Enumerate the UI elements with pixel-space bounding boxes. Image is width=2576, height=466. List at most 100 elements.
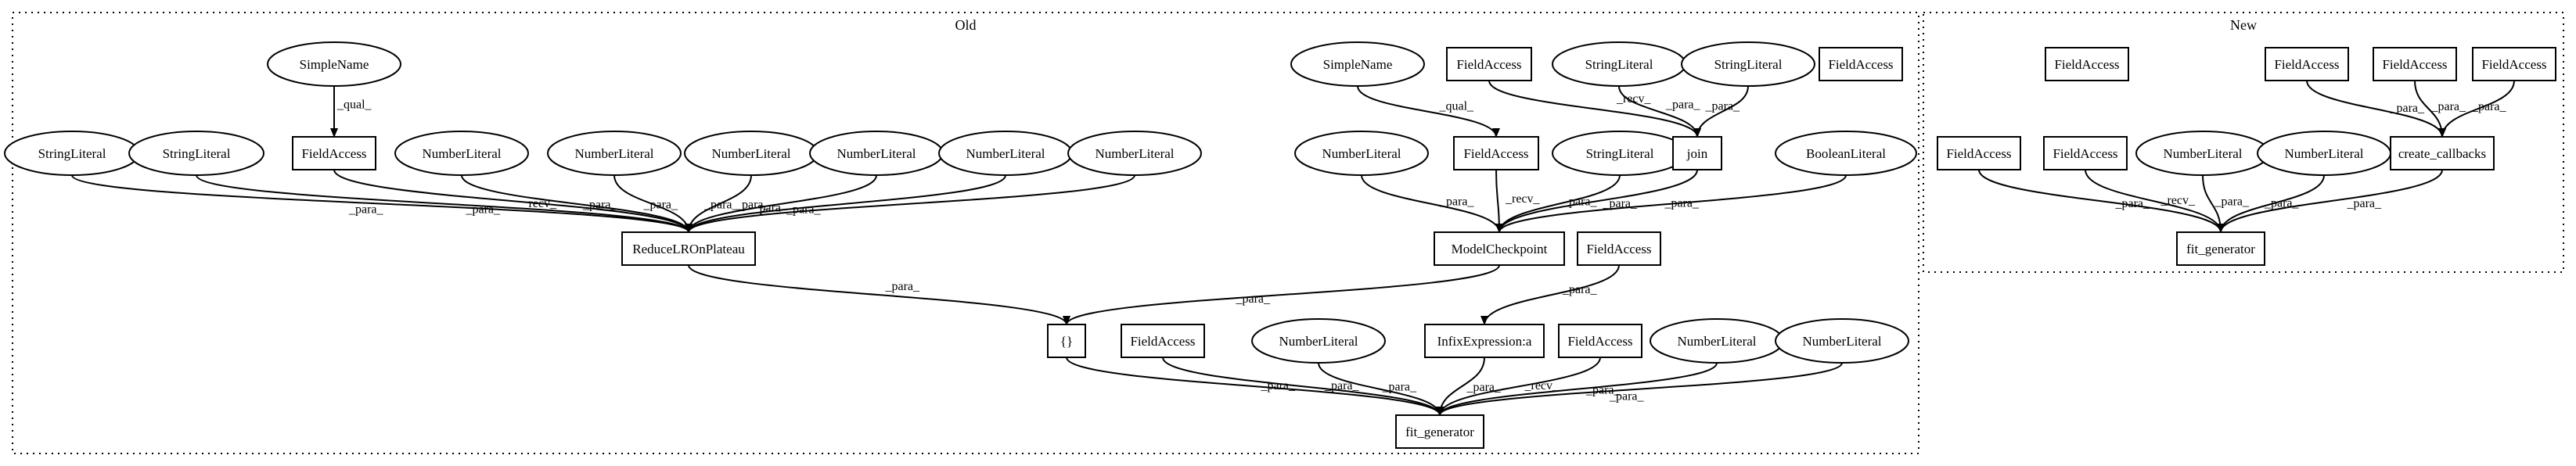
edge-o_nl7-to-o_mc: _para_ bbox=[1361, 174, 1503, 233]
node-ellipse bbox=[1775, 318, 1909, 364]
edge-o_nl6-to-o_rlr: _para_ bbox=[685, 174, 1135, 233]
node-o_arr: {} bbox=[1047, 324, 1086, 358]
node-label: FieldAccess bbox=[2382, 57, 2447, 72]
edge-label: _para_ bbox=[466, 203, 502, 217]
edge-line bbox=[1066, 357, 1444, 416]
node-rect bbox=[1453, 136, 1539, 170]
edge-line bbox=[1495, 169, 1698, 233]
node-label: fit_generator bbox=[1405, 425, 1474, 439]
node-ellipse bbox=[1775, 131, 1917, 176]
node-label: NumberLiteral bbox=[574, 146, 653, 161]
node-label: InfixExpression:a bbox=[1437, 334, 1532, 349]
edge-label: _para_ bbox=[348, 203, 384, 217]
node-rect bbox=[1577, 231, 1661, 266]
node-n_nl2: NumberLiteral bbox=[2257, 131, 2391, 176]
node-label: StringLiteral bbox=[1585, 57, 1653, 72]
edge-line bbox=[1357, 85, 1500, 138]
node-label: NumberLiteral bbox=[836, 146, 916, 161]
node-o_fa5: FieldAccess bbox=[1577, 231, 1661, 266]
node-o_nl5: NumberLiteral bbox=[938, 131, 1073, 176]
node-n_fa2: FieldAccess bbox=[2265, 47, 2349, 81]
node-o_fa7: FieldAccess bbox=[1558, 324, 1642, 358]
node-label: FieldAccess bbox=[1463, 146, 1528, 161]
node-ellipse bbox=[1681, 41, 1815, 87]
edge-label: _recv_ bbox=[2160, 194, 2196, 207]
cluster-new-border bbox=[1923, 12, 2564, 273]
edge-line bbox=[2085, 169, 2225, 233]
edge-o_sl2-to-o_rlr: _para_ bbox=[196, 174, 693, 233]
node-o_nl10: NumberLiteral bbox=[1775, 318, 1909, 364]
node-o_nl1: NumberLiteral bbox=[394, 131, 529, 176]
node-label: BooleanLiteral bbox=[1806, 146, 1886, 161]
edge-o_fa5-to-o_infix: _para_ bbox=[1480, 264, 1620, 325]
edge-o_bl-to-o_mc: _para_ bbox=[1495, 174, 1847, 233]
edge-line bbox=[1436, 362, 1718, 416]
node-ellipse bbox=[267, 41, 401, 87]
node-n_cc: create_callbacks bbox=[2390, 136, 2495, 170]
edge-o_nl4-to-o_rlr: _para_ bbox=[685, 174, 877, 233]
edge-line bbox=[1488, 80, 1701, 138]
node-n_fa1: FieldAccess bbox=[2045, 47, 2129, 81]
node-label: NumberLiteral bbox=[1677, 334, 1756, 349]
node-label: SimpleName bbox=[1323, 57, 1393, 72]
node-label: {} bbox=[1060, 334, 1073, 349]
edge-label: _qual_ bbox=[336, 99, 372, 112]
edge-o_mc-to-o_arr: _para_ bbox=[1063, 264, 1500, 325]
edge-n_cc-to-n_fg: _para_ bbox=[2217, 169, 2443, 233]
node-rect bbox=[2472, 47, 2556, 81]
edge-line bbox=[1495, 174, 1847, 233]
node-rect bbox=[2176, 231, 2265, 266]
node-rect bbox=[1121, 324, 1205, 358]
node-o_join: join bbox=[1672, 136, 1722, 170]
edge-line bbox=[685, 174, 752, 233]
node-n_fa6: FieldAccess bbox=[2043, 136, 2128, 170]
edge-label: _para_ bbox=[703, 199, 739, 212]
edge-line bbox=[1978, 169, 2225, 233]
node-o_sn2: SimpleName bbox=[1290, 41, 1425, 87]
edge-label: _para_ bbox=[1665, 99, 1701, 112]
node-o_nl9: NumberLiteral bbox=[1650, 318, 1784, 364]
edge-label: _para_ bbox=[885, 280, 921, 293]
edge-n_fa6-to-n_fg: _recv_ bbox=[2085, 169, 2225, 233]
edge-o_nl8-to-o_fg: _para_ bbox=[1318, 362, 1444, 416]
edge-line bbox=[461, 174, 693, 233]
node-o_nl6: NumberLiteral bbox=[1067, 131, 1202, 176]
edge-o_sn1-to-o_fa1: _qual_ bbox=[330, 86, 372, 138]
node-rect bbox=[2373, 47, 2457, 81]
node-label: NumberLiteral bbox=[1095, 146, 1174, 161]
edge-label: _para_ bbox=[2347, 197, 2383, 210]
node-o_nl7: NumberLiteral bbox=[1294, 131, 1429, 176]
node-o_fa2: FieldAccess bbox=[1446, 47, 1532, 81]
node-n_fg: fit_generator bbox=[2176, 231, 2265, 266]
cluster-old-border bbox=[12, 12, 1919, 454]
edge-line bbox=[1480, 264, 1620, 325]
edge-line bbox=[613, 174, 693, 233]
edge-o_sn2-to-o_fa3: _qual_ bbox=[1357, 85, 1500, 138]
edge-label: _para_ bbox=[643, 199, 679, 212]
edge-o_nl10-to-o_fg: _para_ bbox=[1436, 362, 1843, 416]
edge-line bbox=[1361, 174, 1503, 233]
node-label: FieldAccess bbox=[2481, 57, 2546, 72]
edge-label: _para_ bbox=[1562, 283, 1598, 296]
node-o_fa3: FieldAccess bbox=[1453, 136, 1539, 170]
node-label: NumberLiteral bbox=[711, 146, 790, 161]
node-rect bbox=[1434, 231, 1565, 266]
node-o_nl4: NumberLiteral bbox=[809, 131, 944, 176]
edge-o_nl3-to-o_rlr: _para_ bbox=[685, 174, 752, 233]
node-rect bbox=[292, 136, 376, 170]
edge-label: _para_ bbox=[1585, 384, 1621, 397]
node-o_sn1: SimpleName bbox=[267, 41, 401, 87]
cluster-new: New bbox=[1923, 12, 2564, 273]
edge-o_nl5-to-o_rlr: _para_ bbox=[685, 174, 1006, 233]
node-label: FieldAccess bbox=[1828, 57, 1893, 72]
node-label: NumberLiteral bbox=[422, 146, 501, 161]
node-rect bbox=[2390, 136, 2495, 170]
edge-line bbox=[1436, 357, 1601, 416]
node-o_fa4: FieldAccess bbox=[1819, 47, 1903, 81]
node-o_bl: BooleanLiteral bbox=[1775, 131, 1917, 176]
edge-o_fa7-to-o_fg: _recv_ bbox=[1436, 357, 1601, 416]
node-label: FieldAccess bbox=[2274, 57, 2339, 72]
node-label: FieldAccess bbox=[2053, 146, 2117, 161]
node-n_fa4: FieldAccess bbox=[2472, 47, 2556, 81]
